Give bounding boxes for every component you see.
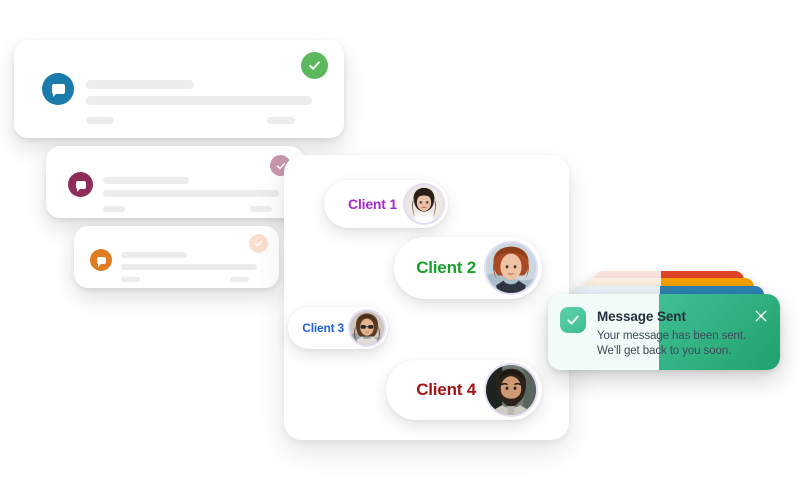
placeholder-line-small xyxy=(121,277,140,282)
client-pill-2[interactable]: Client 2 xyxy=(394,237,542,299)
chat-bubble-icon xyxy=(68,172,93,197)
toast-title: Message Sent xyxy=(597,309,686,324)
chat-bubble-icon xyxy=(90,249,112,271)
toast-body-line-2: We'll get back to you soon. xyxy=(597,345,732,357)
toast-content: Message Sent Your message has been sent.… xyxy=(548,294,780,370)
chat-bubble-icon xyxy=(42,73,74,105)
avatar-woman-red-hair xyxy=(486,243,536,293)
notification-card-3[interactable] xyxy=(74,226,279,288)
client-name-4: Client 4 xyxy=(416,380,476,399)
client-name-3: Client 3 xyxy=(302,321,344,335)
placeholder-line-small xyxy=(267,117,295,124)
placeholder-line xyxy=(86,80,194,89)
placeholder-line xyxy=(121,264,257,270)
avatar-woman-sunglasses xyxy=(350,311,384,345)
check-icon xyxy=(560,307,586,333)
notification-card-2[interactable] xyxy=(46,146,304,218)
check-circle-icon xyxy=(249,234,268,253)
client-pill-4[interactable]: Client 4 xyxy=(386,360,542,420)
avatar-woman-dark-hair xyxy=(405,185,443,223)
toast-right-panel xyxy=(659,294,780,370)
placeholder-line xyxy=(103,177,189,184)
client-name-2: Client 2 xyxy=(416,258,476,277)
check-circle-icon xyxy=(301,52,328,79)
client-pill-3[interactable]: Client 3 xyxy=(288,307,388,349)
placeholder-line xyxy=(103,190,279,197)
client-pill-1[interactable]: Client 1 xyxy=(324,180,448,228)
notification-card-1[interactable] xyxy=(14,40,344,138)
avatar-man-beard xyxy=(486,365,536,415)
placeholder-line-small xyxy=(230,277,249,282)
toast-message-sent[interactable]: Message Sent Your message has been sent.… xyxy=(548,294,780,370)
placeholder-line xyxy=(121,252,187,258)
client-name-1: Client 1 xyxy=(348,196,397,212)
close-icon[interactable] xyxy=(753,308,769,324)
placeholder-line-small xyxy=(103,206,125,212)
toast-body-line-1: Your message has been sent. xyxy=(597,330,747,342)
placeholder-line-small xyxy=(250,206,272,212)
placeholder-line-small xyxy=(86,117,114,124)
placeholder-line xyxy=(86,96,312,105)
client-list-panel: Client 1 Client 2 xyxy=(284,155,569,440)
